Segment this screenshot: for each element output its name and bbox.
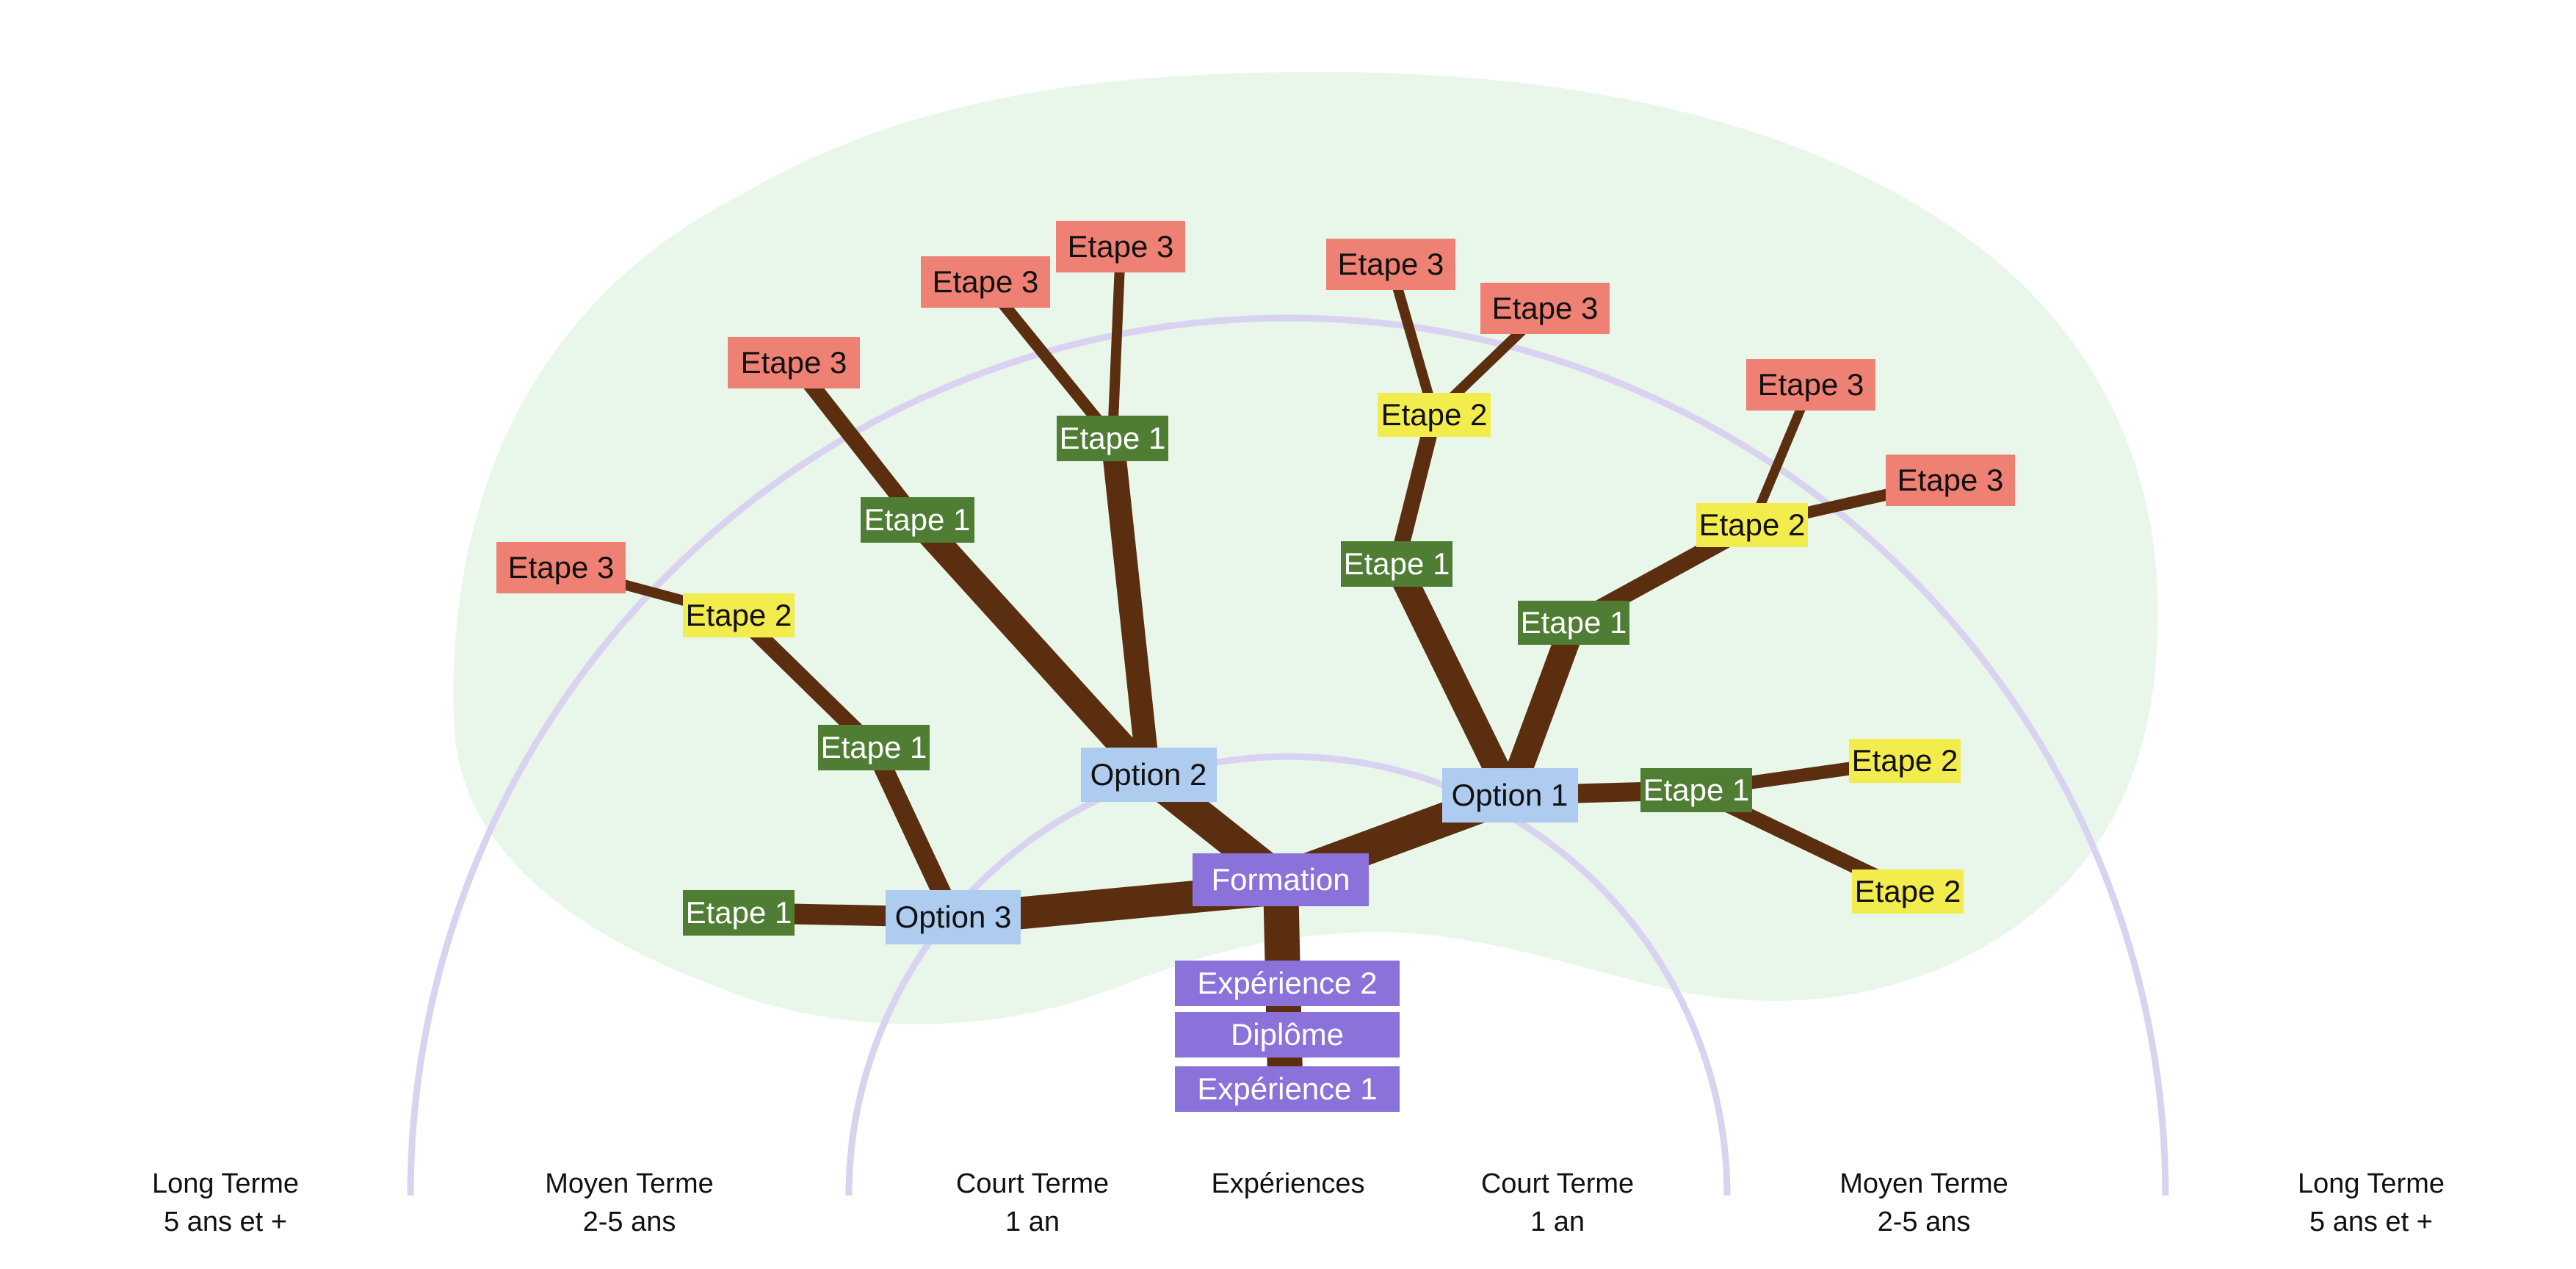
timeline-label-line2: 2-5 ans [582, 1207, 676, 1237]
timeline-label-line1: Expériences [1211, 1168, 1365, 1199]
timeline-label-court-terme-right: Court Terme 1 an [1481, 1165, 1634, 1241]
tree-node-etape1-a: Etape 1 [683, 890, 795, 936]
timeline-label-line1: Moyen Terme [545, 1168, 714, 1199]
tree-node-etape2-b: Etape 2 [1378, 393, 1491, 437]
timeline-label-moyen-terme-right: Moyen Terme 2-5 ans [1839, 1165, 2008, 1241]
timeline-label-line1: Moyen Terme [1839, 1168, 2008, 1199]
tree-node-etape2-d: Etape 2 [1849, 739, 1961, 783]
timeline-label-long-terme-right: Long Terme 5 ans et + [2298, 1165, 2445, 1241]
tree-branch [907, 510, 1159, 784]
tree-node-option-3: Option 3 [886, 890, 1021, 944]
tree-node-experience-1: Expérience 1 [1175, 1066, 1400, 1112]
outer-timeline-arc [407, 314, 2169, 1196]
tree-node-diplome: Diplôme [1175, 1012, 1400, 1058]
timeline-label-moyen-terme-left: Moyen Terme 2-5 ans [545, 1165, 714, 1241]
tree-branch [1389, 413, 1442, 566]
timeline-label-long-terme-left: Long Terme 5 ans et + [152, 1165, 299, 1241]
tree-branch [1107, 246, 1126, 439]
timeline-label-line1: Court Terme [1480, 1168, 1635, 1199]
tree-node-etape3-g: Etape 3 [1746, 359, 1875, 411]
tree-node-etape2-e: Etape 2 [1852, 870, 1964, 914]
tree-branch [1497, 618, 1586, 800]
timeline-label-court-terme-left: Court Terme 1 an [956, 1165, 1109, 1241]
tree-node-etape1-d: Etape 1 [1057, 416, 1168, 461]
tree-node-etape1-f: Etape 1 [1518, 601, 1629, 645]
timeline-label-experiences: Expériences [1211, 1165, 1364, 1203]
timeline-label-line2: 1 an [1530, 1207, 1585, 1237]
tree-node-etape1-b: Etape 1 [818, 725, 930, 770]
timeline-label-line1: Long Terme [2298, 1168, 2445, 1199]
tree-branch [980, 278, 1118, 443]
tree-node-etape3-b: Etape 3 [728, 337, 860, 388]
tree-node-etape3-a: Etape 3 [496, 542, 626, 593]
tree-node-etape1-c: Etape 1 [860, 497, 974, 543]
tree-node-formation: Formation [1193, 853, 1369, 906]
tree-node-etape3-f: Etape 3 [1480, 283, 1610, 334]
inner-timeline-arc [845, 753, 1731, 1196]
tree-node-option-2: Option 2 [1080, 748, 1217, 802]
tree-node-etape2-a: Etape 2 [683, 593, 795, 637]
tree-branch [1101, 437, 1160, 776]
timeline-label-line2: 2-5 ans [1877, 1207, 1971, 1237]
tree-node-etape3-e: Etape 3 [1326, 239, 1455, 290]
tree-node-etape1-e: Etape 1 [1341, 541, 1452, 587]
tree-node-experience-2: Expérience 2 [1175, 961, 1400, 1006]
tree-node-etape3-d: Etape 3 [1056, 221, 1185, 272]
timeline-label-line1: Long Terme [152, 1168, 299, 1199]
tree-branch [787, 358, 924, 525]
tree-node-etape3-h: Etape 3 [1886, 455, 2015, 506]
tree-branch [1384, 558, 1522, 801]
timeline-label-line2: 5 ans et + [2309, 1207, 2433, 1237]
timeline-label-line2: 1 an [1005, 1207, 1060, 1237]
tree-node-etape3-c: Etape 3 [921, 256, 1050, 308]
timeline-label-line2: 5 ans et + [164, 1207, 287, 1237]
tree-branch [865, 743, 962, 922]
tree-node-option-1: Option 1 [1441, 768, 1578, 822]
tree-node-etape1-g: Etape 1 [1640, 768, 1752, 812]
timeline-label-line1: Court Terme [955, 1168, 1110, 1199]
tree-node-etape2-c: Etape 2 [1696, 503, 1808, 547]
